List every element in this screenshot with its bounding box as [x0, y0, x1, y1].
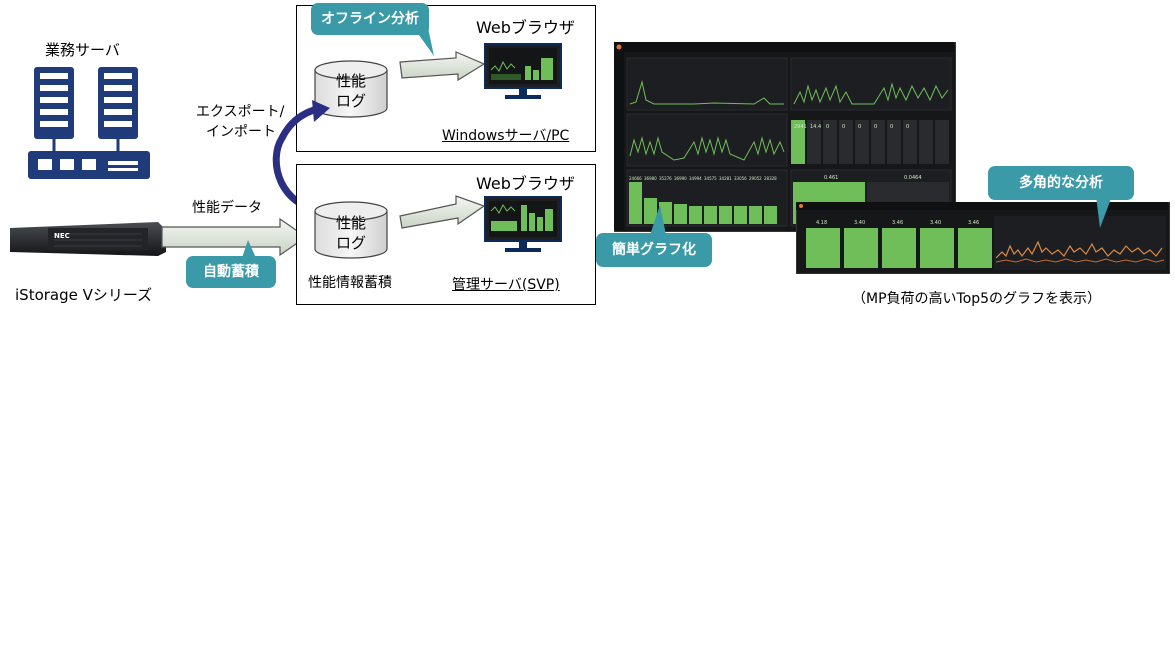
- dashboard-top5-graphics: 4.18 3.40 3.46 3.40 3.46: [796, 202, 1168, 270]
- dashboard-bar-label: 29052: [749, 176, 762, 181]
- web-browser-bottom-label: Webブラウザ: [476, 174, 575, 193]
- top5-caption: （MP負荷の高いTop5のグラフを表示）: [852, 291, 1102, 307]
- top5-bar-value: 3.40: [854, 220, 865, 226]
- offline-analysis-text: オフライン分析: [321, 11, 419, 27]
- dashboard-bar-label: 34575: [704, 176, 717, 181]
- perf-data-label: 性能データ: [192, 200, 262, 216]
- web-browser-top-label: Webブラウザ: [476, 18, 575, 37]
- dashboard-bar-label: 34281: [719, 176, 732, 181]
- multi-analysis-text: 多角的な分析: [1019, 175, 1103, 191]
- perf-log-bottom-line2: ログ: [336, 234, 367, 252]
- simple-graph-callout: 簡単グラフ化: [596, 233, 712, 267]
- storage-label: iStorage Vシリーズ: [15, 286, 153, 304]
- to-browser-arrow-bottom: [399, 195, 486, 229]
- dashboard-bar-label: 36980: [644, 176, 657, 181]
- perf-log-top-line1: 性能: [336, 72, 367, 90]
- export-import-line2: インポート: [206, 124, 276, 140]
- dashboard-stat-value: 0: [858, 124, 861, 130]
- auto-accumulate-callout: 自動蓄積: [186, 256, 276, 288]
- dashboard-stat-value: 0: [842, 124, 845, 130]
- dashboard-stat-value: 14.4: [810, 124, 821, 130]
- dashboard-stat-value: 2941: [794, 124, 807, 130]
- windows-server-label: Windowsサーバ/PC: [442, 128, 570, 144]
- perf-data-arrow: [161, 217, 308, 257]
- dashboard-right-value: 0.461: [824, 175, 838, 181]
- multi-analysis-callout: 多角的な分析: [988, 166, 1134, 200]
- dashboard-bar-label: 34994: [689, 176, 702, 181]
- to-browser-arrow-top: [399, 51, 486, 82]
- dashboard-right-value: 0.0464: [904, 175, 922, 181]
- offline-analysis-callout: オフライン分析: [311, 3, 429, 35]
- dashboard-bar-label: 28328: [764, 176, 777, 181]
- monitor-bottom-icon: [484, 196, 562, 252]
- dashboard-stat-value: 0: [826, 124, 829, 130]
- perf-log-cylinder-bottom: [314, 201, 388, 259]
- dashboard-stat-value: 0: [890, 124, 893, 130]
- mgmt-server-label: 管理サーバ(SVP): [452, 277, 560, 293]
- perf-log-bottom-line1: 性能: [336, 214, 367, 232]
- perf-info-accum-label: 性能情報蓄積: [308, 275, 392, 291]
- monitor-top-icon: [484, 43, 562, 99]
- dashboard-bar-label: 35276: [659, 176, 672, 181]
- top5-bar-value: 3.40: [930, 220, 941, 226]
- perf-log-top-line2: ログ: [336, 92, 367, 110]
- server-rack-icon: [28, 67, 150, 179]
- auto-accumulate-text: 自動蓄積: [203, 264, 259, 280]
- top5-bar-value: 3.46: [892, 220, 903, 226]
- dashboard-bar-label: 24666: [629, 176, 642, 181]
- simple-graph-pointer: [650, 205, 666, 235]
- top5-bar-value: 4.18: [816, 220, 827, 226]
- offline-analysis-pointer: [414, 28, 434, 56]
- nec-logo: NEC: [54, 232, 70, 240]
- multi-analysis-pointer: [1096, 196, 1112, 228]
- auto-accumulate-pointer: [242, 240, 256, 258]
- business-server-label: 業務サーバ: [45, 41, 120, 59]
- dashboard-stat-value: 0: [874, 124, 877, 130]
- dashboard-bar-label: 36990: [674, 176, 687, 181]
- export-import-line1: エクスポート/: [196, 104, 285, 120]
- storage-device-icon: [10, 222, 166, 256]
- top5-bar-value: 3.46: [968, 220, 979, 226]
- perf-log-cylinder-top: [314, 60, 388, 118]
- dashboard-stat-value: 0: [906, 124, 909, 130]
- simple-graph-text: 簡単グラフ化: [612, 242, 696, 258]
- dashboard-bar-label: 33056: [734, 176, 747, 181]
